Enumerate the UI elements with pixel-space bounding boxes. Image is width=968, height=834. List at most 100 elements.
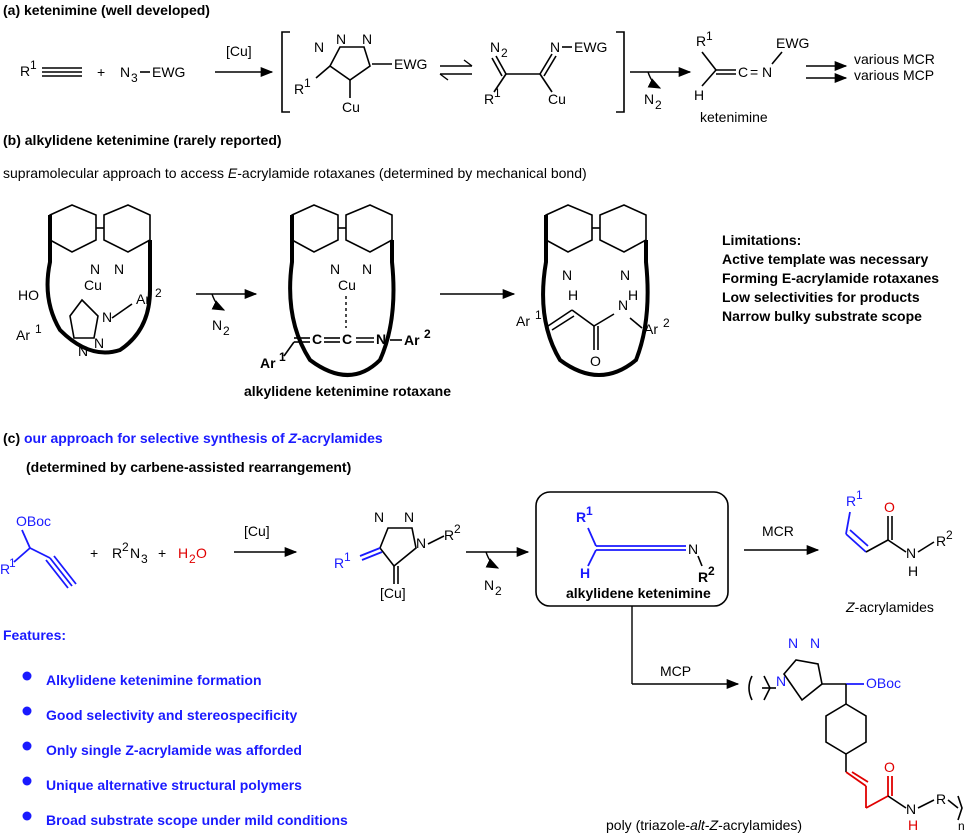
svg-text:N: N [810, 635, 820, 651]
svg-text:R: R [112, 545, 122, 561]
limitation-3: Low selectivities for products [722, 289, 920, 305]
limitations-title: Limitations: [722, 232, 801, 248]
svg-text:N: N [336, 31, 346, 47]
diazo-imine-intermediate: N 2 N EWG R 1 Cu [484, 39, 607, 107]
svg-text:R: R [484, 91, 494, 107]
alkylidene-ketenimine-box: R 1 H N R 2 alkylidene ketenimine [535, 491, 729, 607]
svg-text:N: N [362, 261, 372, 277]
svg-text:1: 1 [304, 76, 311, 90]
svg-text:1: 1 [494, 86, 501, 100]
svg-text:2: 2 [655, 98, 662, 112]
feature-5: Broad substrate scope under mild conditi… [46, 812, 348, 828]
svg-text:Cu: Cu [84, 277, 102, 293]
svg-text:N: N [906, 545, 916, 561]
bullet-icon [22, 706, 32, 716]
svg-text:2: 2 [663, 316, 670, 330]
svg-text:Cu: Cu [342, 99, 360, 115]
svg-text:R: R [20, 63, 30, 79]
svg-text:N: N [212, 317, 222, 333]
svg-text:R: R [936, 533, 946, 549]
svg-text:MCR: MCR [762, 523, 794, 539]
svg-text:[Cu]: [Cu] [244, 523, 270, 539]
svg-text:MCP: MCP [660, 663, 691, 679]
svg-text:2: 2 [946, 528, 953, 542]
svg-text:C: C [342, 331, 352, 347]
bullet-icon [22, 776, 32, 786]
svg-text:N: N [362, 31, 372, 47]
svg-text:N: N [90, 261, 100, 277]
svg-text:N: N [762, 64, 772, 80]
svg-text:2: 2 [424, 327, 431, 341]
svg-text:2: 2 [495, 584, 502, 598]
svg-text:H: H [908, 563, 918, 579]
ketenimine-label: ketenimine [700, 109, 768, 125]
triazole-rotaxane: N N Cu HO Ar 1 N N N Ar 2 [16, 204, 162, 359]
svg-text:1: 1 [35, 322, 42, 336]
organic-azide: R 2 N 3 [112, 540, 148, 566]
svg-text:OBoc: OBoc [866, 675, 901, 691]
acrylamide-rotaxane: N N H O N H Ar 2 Ar 1 [516, 204, 670, 377]
polymer-label: poly (triazole-alt-Z-acrylamides) [606, 817, 802, 833]
svg-text:2: 2 [454, 522, 461, 536]
svg-text:1: 1 [344, 550, 351, 564]
cu-catalysis-arrow: [Cu] [215, 43, 274, 78]
svg-text:3: 3 [141, 552, 148, 566]
plus-sign: + [97, 64, 105, 80]
svg-text:Ar: Ar [136, 291, 150, 307]
svg-text:=: = [750, 64, 758, 80]
svg-text:1: 1 [856, 488, 863, 502]
svg-text:1: 1 [30, 58, 37, 72]
svg-text:O: O [590, 353, 601, 369]
products-arrows [806, 60, 848, 84]
svg-text:N: N [130, 545, 140, 561]
svg-text:R: R [444, 527, 454, 543]
copper-carbene-triazole: N N N R 2 R 1 [Cu] [334, 509, 461, 601]
svg-text:H: H [694, 87, 704, 103]
svg-text:N: N [376, 331, 386, 347]
ketenimine-rotaxane: N N Cu C C N Ar 2 Ar 1 [260, 204, 431, 377]
svg-text:N: N [120, 64, 130, 80]
svg-text:Cu: Cu [548, 91, 566, 107]
section-c-subtitle: (determined by carbene-assisted rearrang… [26, 459, 351, 475]
svg-text:N: N [94, 335, 104, 351]
bullet-icon [22, 811, 32, 821]
svg-text:EWG: EWG [776, 35, 809, 51]
cu-arrow-c: [Cu] [234, 523, 298, 558]
alkyne-reactant: R 1 [20, 58, 82, 79]
svg-text:N: N [644, 91, 654, 107]
svg-text:N: N [550, 39, 560, 55]
svg-text:1: 1 [535, 308, 542, 322]
svg-text:R: R [294, 81, 304, 97]
mcp-arrow: MCP [631, 606, 740, 690]
svg-text:2: 2 [501, 46, 508, 60]
z-acrylamides-label: Z-acrylamides [845, 599, 934, 615]
svg-text:1: 1 [9, 556, 16, 570]
svg-text:Ar: Ar [516, 313, 530, 329]
azide-reactant: N 3 EWG [120, 64, 185, 85]
svg-text:N: N [330, 261, 340, 277]
svg-text:R: R [696, 33, 706, 49]
features-list: Alkylidene ketenimine formation Good sel… [22, 671, 348, 828]
svg-text:R: R [576, 509, 586, 525]
svg-text:2: 2 [189, 552, 196, 566]
svg-text:N: N [314, 39, 324, 55]
svg-text:N: N [776, 673, 786, 689]
bullet-icon [22, 671, 32, 681]
svg-text:R: R [846, 493, 856, 509]
svg-text:O: O [884, 759, 895, 775]
svg-text:H: H [178, 545, 188, 561]
n2-loss-arrow-c: N 2 [466, 546, 530, 598]
svg-text:N: N [688, 541, 698, 557]
svg-text:Ar: Ar [404, 332, 420, 348]
svg-text:R: R [334, 555, 344, 571]
svg-text:N: N [404, 509, 414, 525]
section-b-subtitle: supramolecular approach to access E-acry… [3, 165, 587, 181]
intermediate-label: alkylidene ketenimine [566, 585, 711, 601]
rotaxane-label: alkylidene ketenimine rotaxane [244, 383, 451, 399]
svg-text:H: H [580, 565, 590, 581]
svg-text:OBoc: OBoc [16, 513, 51, 529]
feature-1: Alkylidene ketenimine formation [46, 672, 262, 688]
product-mcr: various MCR [854, 51, 935, 67]
limitations-box: Limitations: Active template was necessa… [722, 232, 939, 324]
